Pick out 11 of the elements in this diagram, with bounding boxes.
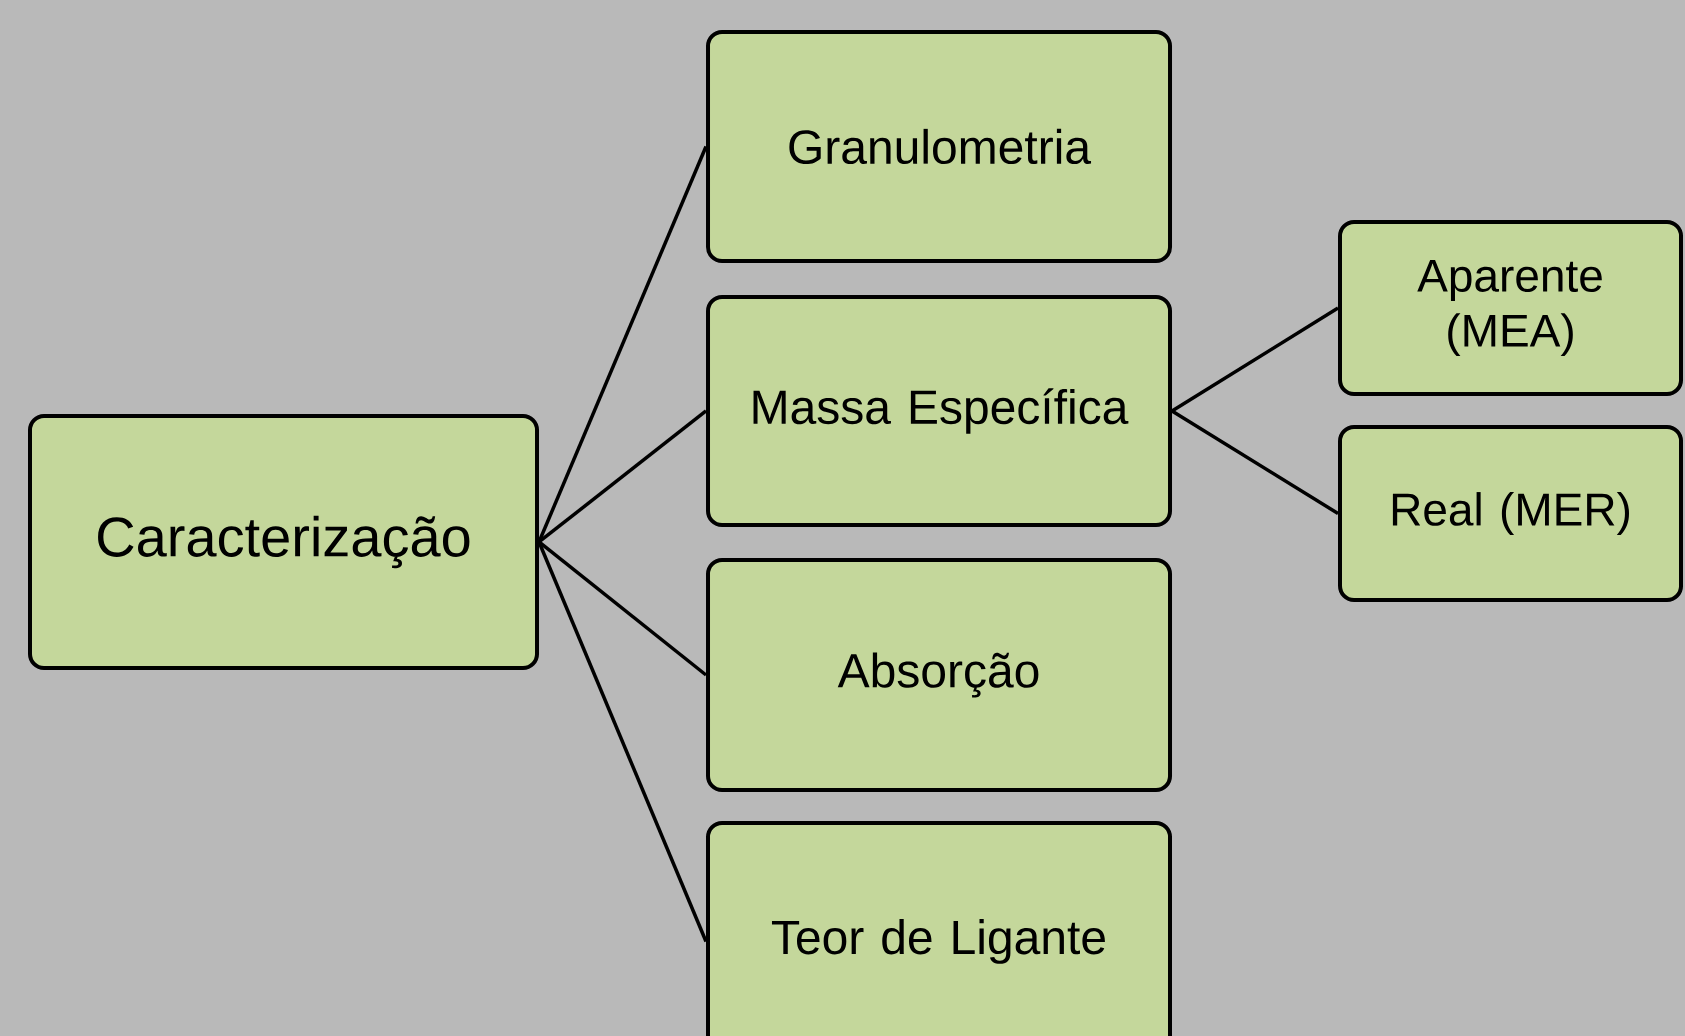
category-box: Real (MER) [1338, 425, 1683, 602]
connector-line [537, 145, 708, 543]
category-box: Teor de Ligante [706, 821, 1172, 1036]
connector-line [1171, 409, 1339, 515]
category-box: Massa Específica [706, 295, 1172, 527]
connector-line [1171, 306, 1339, 413]
category-box: Aparente (MEA) [1338, 220, 1683, 396]
category-box: Caracterização [28, 414, 539, 670]
connector-line [537, 541, 708, 943]
category-box: Granulometria [706, 30, 1172, 263]
category-box: Absorção [706, 558, 1172, 792]
